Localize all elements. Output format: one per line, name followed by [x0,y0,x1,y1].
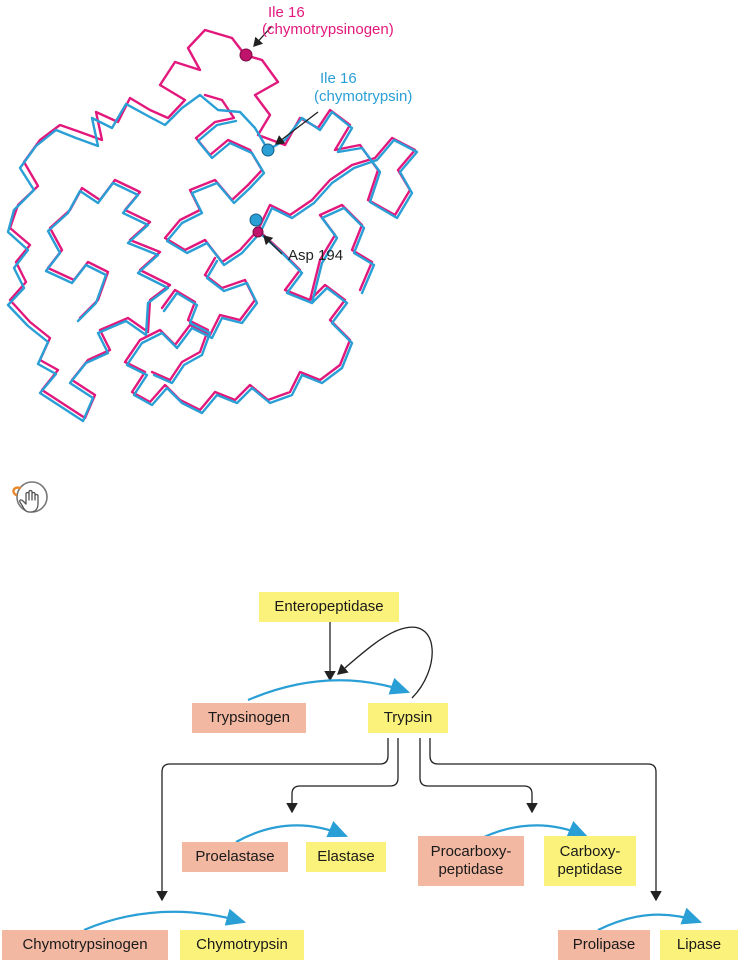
proelastase-box: Proelastase [182,842,288,872]
carboxypeptidase-label-line1: Carboxy- [560,843,621,861]
elastase-label: Elastase [317,848,375,866]
trypsin-to-chymotrypsinogen-arrow [162,738,388,900]
trypsinogen-conversion-arrow [248,680,408,700]
ile16-active-form-label: (chymotrypsin) [314,88,412,106]
chymotrypsinogen-conversion-arrow [84,912,244,930]
trypsin-autoactivation-arrow [338,627,432,698]
ile16-zymogen-name-label: Ile 16 [268,4,305,22]
elastase-box: Elastase [306,842,386,872]
asp194-label: Asp 194 [288,247,343,265]
carboxypeptidase-box: Carboxy- peptidase [544,836,636,886]
trypsin-box: Trypsin [368,703,448,733]
prolipase-conversion-arrow [598,915,700,930]
ile16-chymotrypsinogen-marker [240,49,252,61]
procarboxypeptidase-label-line1: Procarboxy- [431,843,512,861]
ile16-zymogen-form-label: (chymotrypsinogen) [262,21,394,39]
asp194-pointer [264,236,282,254]
proelastase-label: Proelastase [195,848,274,866]
chymotrypsin-label: Chymotrypsin [196,936,288,954]
interactive-structure-icon[interactable] [8,474,52,518]
chymotrypsinogen-box: Chymotrypsinogen [2,930,168,960]
ile16-chymotrypsin-marker [262,144,274,156]
procarboxypeptidase-label-line2: peptidase [438,861,503,879]
procarboxypeptidase-box: Procarboxy- peptidase [418,836,524,886]
chymotrypsinogen-label: Chymotrypsinogen [22,936,147,954]
trypsin-to-proelastase-arrow [292,738,398,812]
chymotrypsin-box: Chymotrypsin [180,930,304,960]
asp194-chymotrypsin-marker [250,214,262,226]
asp194-chymotrypsinogen-marker [253,227,263,237]
prolipase-label: Prolipase [573,936,636,954]
ile16-active-pointer [276,112,318,144]
proelastase-conversion-arrow [236,825,346,842]
enteropeptidase-label: Enteropeptidase [274,598,383,616]
prolipase-box: Prolipase [558,930,650,960]
protein-structure-overlay [0,0,753,440]
trypsinogen-label: Trypsinogen [208,709,290,727]
lipase-box: Lipase [660,930,738,960]
lipase-label: Lipase [677,936,721,954]
trypsin-to-procarboxypeptidase-arrow [420,738,532,812]
carboxypeptidase-label-line2: peptidase [557,861,622,879]
ile16-active-name-label: Ile 16 [320,70,357,88]
enteropeptidase-box: Enteropeptidase [259,592,399,622]
trypsinogen-box: Trypsinogen [192,703,306,733]
trypsin-label: Trypsin [384,709,433,727]
